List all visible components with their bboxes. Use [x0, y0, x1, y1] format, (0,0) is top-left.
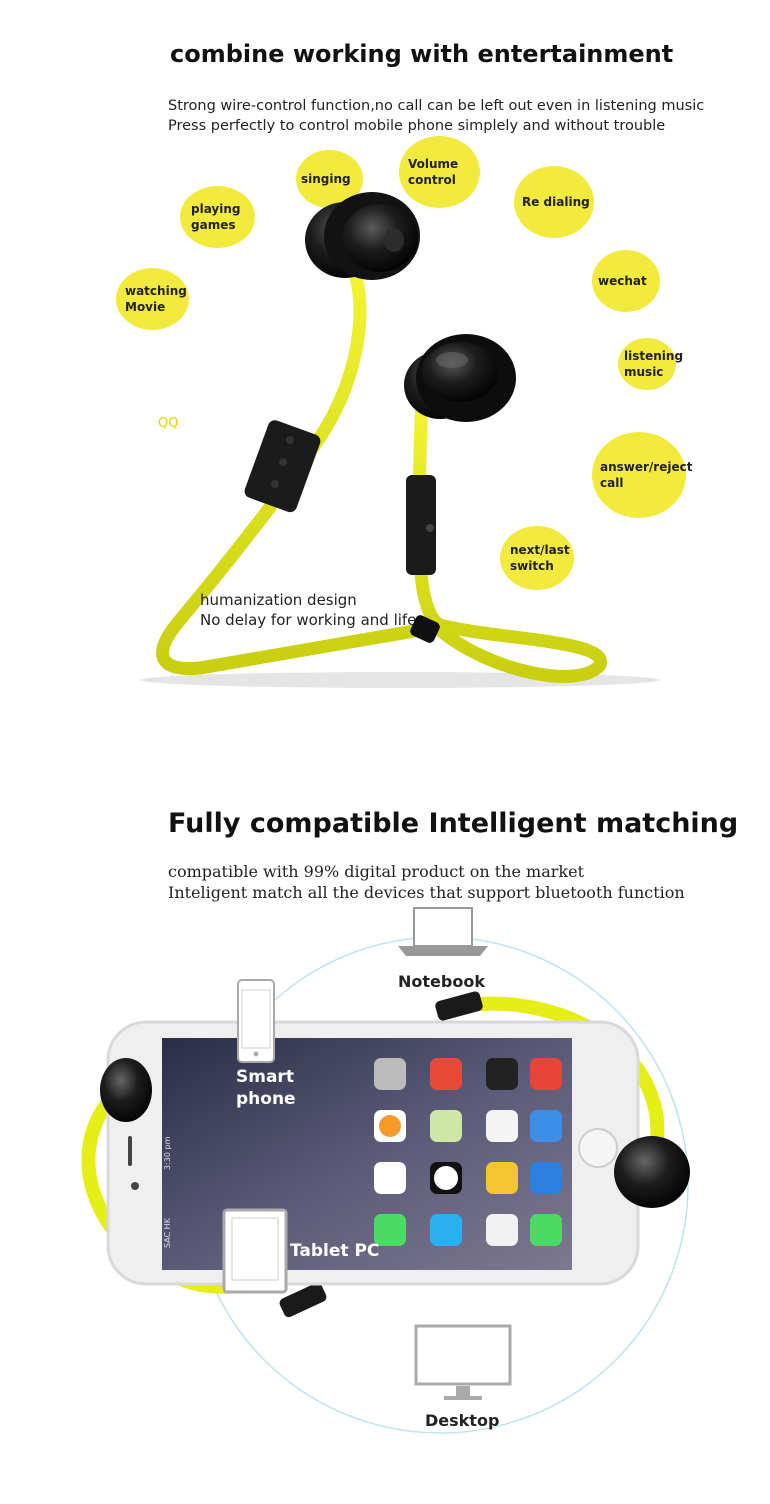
bubble-volume-label: Volume control [408, 157, 459, 187]
bubble-games-label: playing games [191, 202, 241, 232]
bubble-volume-control: Volume control [399, 136, 480, 208]
bubble-wechat: wechat [592, 250, 660, 312]
right-cable [412, 393, 607, 683]
front-camera [131, 1182, 139, 1190]
app-icon-grid [374, 1058, 562, 1246]
mic-housing [406, 475, 436, 575]
compatibility-illustration [81, 907, 690, 1434]
speaker-slot [128, 1136, 132, 1166]
cable-clip [410, 615, 440, 643]
desktop-icon [414, 1324, 512, 1400]
section1-title: combine working with entertainment [170, 40, 674, 68]
tablet-icon [222, 1208, 288, 1294]
earbud-left [100, 1058, 152, 1122]
cable-remote [435, 991, 483, 1021]
bubble-redialing: Re dialing [514, 166, 594, 238]
smartphone-icon [237, 979, 275, 1063]
section2-subtitle-line1: compatible with 99% digital product on t… [168, 862, 584, 881]
qq-text: QQ [158, 416, 179, 431]
bubble-wechat-label: wechat [598, 274, 647, 288]
mic-button [426, 524, 434, 532]
remote-button-up [286, 436, 294, 444]
section2-subtitle-line2: Inteligent match all the devices that su… [168, 883, 685, 902]
desktop-label: Desktop [425, 1411, 500, 1430]
design-line2: No delay for working and life [200, 611, 417, 629]
notebook-label: Notebook [398, 972, 485, 991]
bubble-answer-reject: answer/reject call [592, 432, 692, 518]
remote-control [244, 420, 321, 513]
section1-subtitle-line1: Strong wire-control function,no call can… [168, 98, 705, 114]
bubble-watching-movie: watching Movie [116, 268, 189, 330]
section1-subtitle-line2: Press perfectly to control mobile phone … [168, 118, 666, 134]
smartphone-label: Smart phone [236, 1067, 296, 1109]
section2-title: Fully compatible Intelligent matching [168, 808, 739, 839]
bubble-listening-music: listening music [618, 338, 683, 390]
remote-button-down [271, 480, 279, 488]
left-cable [156, 255, 427, 676]
earphone-illustration [140, 192, 660, 688]
bubble-playing-games: playing games [180, 186, 255, 248]
bubble-movie-label: watching Movie [125, 284, 187, 314]
bubble-music-label: listening music [624, 349, 684, 379]
notebook-icon [398, 907, 488, 956]
bubble-next-last: next/last switch [500, 526, 574, 590]
remote-button-mid [279, 458, 287, 466]
bubble-answer-label: answer/reject call [600, 460, 693, 490]
tablet-label: Tablet PC [290, 1241, 380, 1261]
home-button [578, 1128, 618, 1168]
bubble-redial-label: Re dialing [522, 195, 590, 209]
phone-carrier: SAC HK [163, 1218, 172, 1248]
phone-status-time: 3:30 pm [163, 1136, 172, 1170]
cable-mic [279, 1282, 327, 1318]
bubble-singing-label: singing [301, 172, 351, 186]
earbud-right [614, 1136, 690, 1208]
design-line1: humanization design [200, 591, 357, 609]
bubble-nextlast-label: next/last switch [510, 543, 570, 573]
